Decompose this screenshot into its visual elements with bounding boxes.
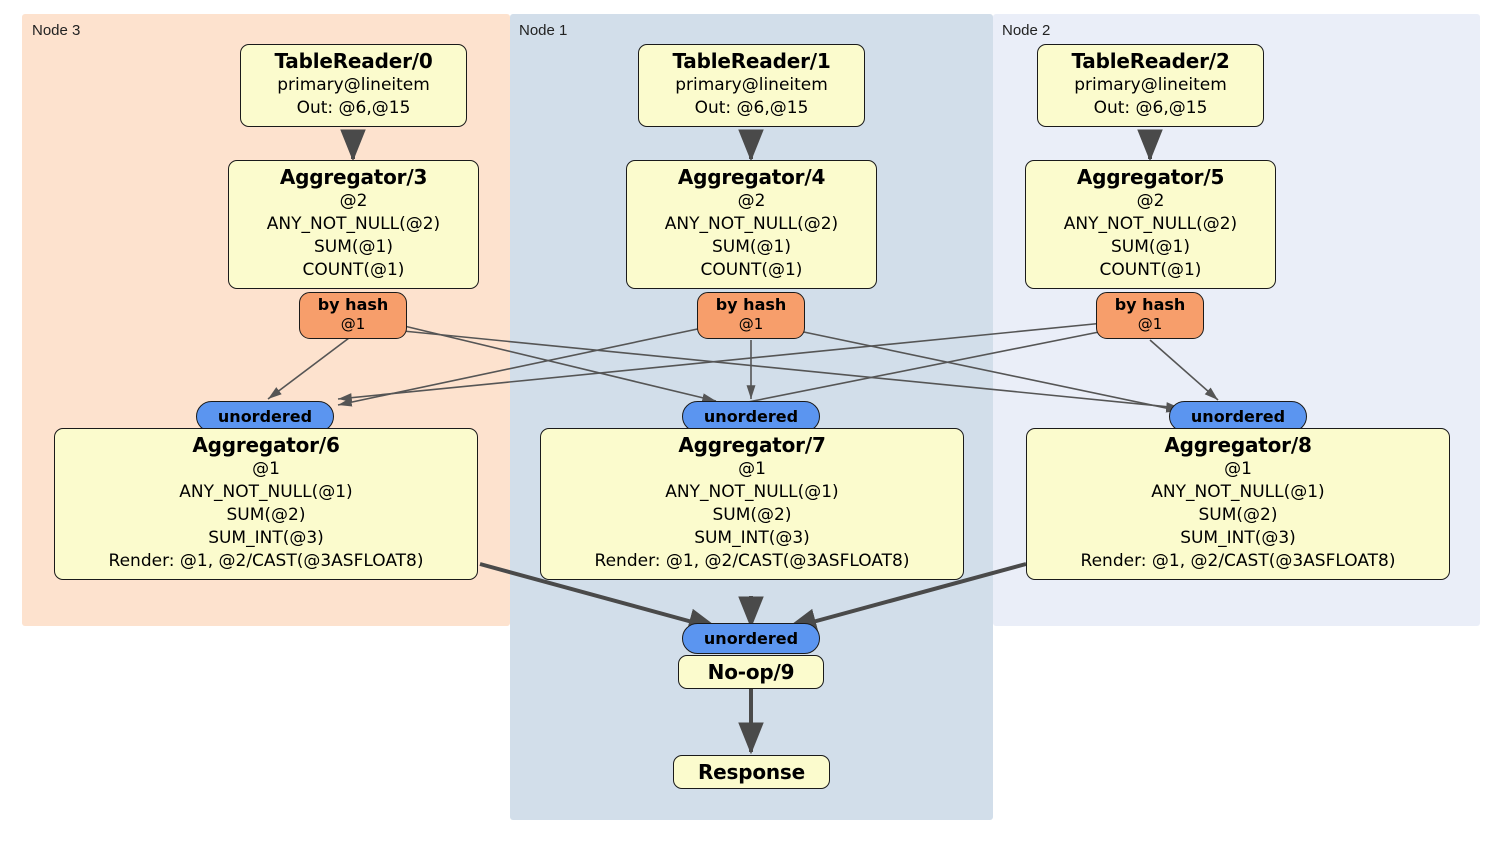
router-title: by hash <box>1114 295 1186 314</box>
processor-aggregator6[interactable]: Aggregator/6 @1 ANY_NOT_NULL(@1) SUM(@2)… <box>54 428 478 580</box>
processor-detail: Out: @6,@15 <box>296 98 411 118</box>
processor-aggregator8[interactable]: Aggregator/8 @1 ANY_NOT_NULL(@1) SUM(@2)… <box>1026 428 1450 580</box>
processor-title: TableReader/0 <box>274 49 433 73</box>
processor-detail: Out: @6,@15 <box>694 98 809 118</box>
router-column: @1 <box>340 315 366 333</box>
processor-aggregator3[interactable]: Aggregator/3 @2 ANY_NOT_NULL(@2) SUM(@1)… <box>228 160 479 289</box>
synchronizer-unordered-center[interactable]: unordered <box>682 401 820 432</box>
processor-detail: primary@lineitem <box>675 75 828 95</box>
processor-tablereader0[interactable]: TableReader/0 primary@lineitem Out: @6,@… <box>240 44 467 127</box>
router-title: by hash <box>317 295 389 314</box>
processor-title: Aggregator/3 <box>279 165 428 189</box>
processor-detail: @1 <box>1224 459 1252 479</box>
processor-title: TableReader/2 <box>1071 49 1230 73</box>
processor-title: Aggregator/6 <box>192 433 340 457</box>
router-by-hash-right[interactable]: by hash @1 <box>1096 292 1204 339</box>
processor-detail: @1 <box>252 459 280 479</box>
processor-detail: primary@lineitem <box>1074 75 1227 95</box>
processor-detail: COUNT(@1) <box>302 260 405 280</box>
processor-title: No-op/9 <box>707 660 795 684</box>
processor-detail: COUNT(@1) <box>1099 260 1202 280</box>
processor-detail: primary@lineitem <box>277 75 430 95</box>
processor-detail: COUNT(@1) <box>700 260 803 280</box>
processor-detail: @2 <box>339 191 368 211</box>
router-by-hash-left[interactable]: by hash @1 <box>299 292 407 339</box>
processor-tablereader2[interactable]: TableReader/2 primary@lineitem Out: @6,@… <box>1037 44 1264 127</box>
processor-title: Aggregator/7 <box>678 433 826 457</box>
processor-detail: Out: @6,@15 <box>1093 98 1208 118</box>
processor-detail: ANY_NOT_NULL(@1) <box>1151 482 1325 502</box>
processor-detail: @1 <box>738 459 766 479</box>
processor-title: Response <box>697 760 806 784</box>
processor-detail: SUM(@2) <box>712 505 792 525</box>
processor-title: Aggregator/5 <box>1076 165 1225 189</box>
processor-tablereader1[interactable]: TableReader/1 primary@lineitem Out: @6,@… <box>638 44 865 127</box>
processor-detail: SUM(@1) <box>712 237 791 257</box>
router-title: by hash <box>715 295 787 314</box>
router-column: @1 <box>738 315 764 333</box>
processor-detail: Render: @1, @2/CAST(@3ASFLOAT8) <box>1080 551 1396 571</box>
region-label-node2: Node 2 <box>1002 22 1051 39</box>
region-label-node3: Node 3 <box>32 22 81 39</box>
router-by-hash-center[interactable]: by hash @1 <box>697 292 805 339</box>
processor-detail: ANY_NOT_NULL(@2) <box>1063 214 1238 234</box>
processor-aggregator5[interactable]: Aggregator/5 @2 ANY_NOT_NULL(@2) SUM(@1)… <box>1025 160 1276 289</box>
router-column: @1 <box>1137 315 1163 333</box>
processor-title: Aggregator/4 <box>677 165 826 189</box>
processor-detail: ANY_NOT_NULL(@2) <box>266 214 441 234</box>
processor-title: Aggregator/8 <box>1164 433 1312 457</box>
processor-aggregator7[interactable]: Aggregator/7 @1 ANY_NOT_NULL(@1) SUM(@2)… <box>540 428 964 580</box>
processor-detail: SUM(@2) <box>1198 505 1278 525</box>
processor-detail: SUM_INT(@3) <box>1180 528 1296 548</box>
processor-detail: SUM(@2) <box>226 505 306 525</box>
processor-aggregator4[interactable]: Aggregator/4 @2 ANY_NOT_NULL(@2) SUM(@1)… <box>626 160 877 289</box>
processor-detail: ANY_NOT_NULL(@1) <box>179 482 353 502</box>
processor-detail: @2 <box>737 191 766 211</box>
processor-detail: ANY_NOT_NULL(@1) <box>665 482 839 502</box>
processor-detail: @2 <box>1136 191 1165 211</box>
processor-detail: ANY_NOT_NULL(@2) <box>664 214 839 234</box>
processor-detail: SUM_INT(@3) <box>694 528 810 548</box>
processor-noop9[interactable]: No-op/9 <box>678 655 824 689</box>
synchronizer-unordered-final[interactable]: unordered <box>682 623 820 654</box>
processor-detail: Render: @1, @2/CAST(@3ASFLOAT8) <box>108 551 424 571</box>
processor-detail: SUM(@1) <box>314 237 393 257</box>
region-label-node1: Node 1 <box>519 22 568 39</box>
processor-title: TableReader/1 <box>672 49 831 73</box>
processor-detail: SUM_INT(@3) <box>208 528 324 548</box>
processor-detail: Render: @1, @2/CAST(@3ASFLOAT8) <box>594 551 910 571</box>
processor-detail: SUM(@1) <box>1111 237 1190 257</box>
processor-response[interactable]: Response <box>673 755 830 789</box>
